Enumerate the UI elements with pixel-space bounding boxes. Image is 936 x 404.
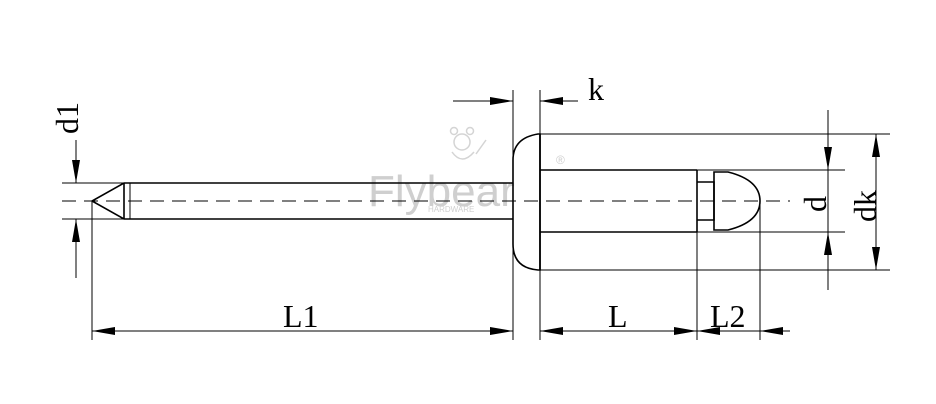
dimension-d: d [797, 110, 833, 290]
watermark-brand: Flybear [368, 167, 515, 216]
label-d1: d1 [49, 102, 85, 134]
bear-logo-icon [449, 126, 487, 160]
label-d: d [797, 196, 833, 212]
label-l2: L2 [710, 298, 746, 334]
dimension-l2: L2 [697, 298, 790, 335]
watermark-mark: ® [556, 153, 565, 167]
dimension-k: k [453, 71, 604, 107]
label-k: k [588, 71, 604, 107]
watermark: Flybear HARDWARE ® [368, 126, 565, 216]
label-dk: dk [847, 190, 883, 222]
watermark-sub: HARDWARE [428, 205, 474, 214]
dimension-dk: dk [847, 134, 883, 270]
dimension-d1: d1 [49, 102, 85, 278]
label-l1: L1 [283, 298, 319, 334]
dimension-l: L [540, 298, 697, 335]
rivet-head [512, 133, 541, 271]
label-l: L [608, 298, 628, 334]
extension-lines [62, 90, 890, 340]
dimension-l1: L1 [92, 298, 513, 335]
